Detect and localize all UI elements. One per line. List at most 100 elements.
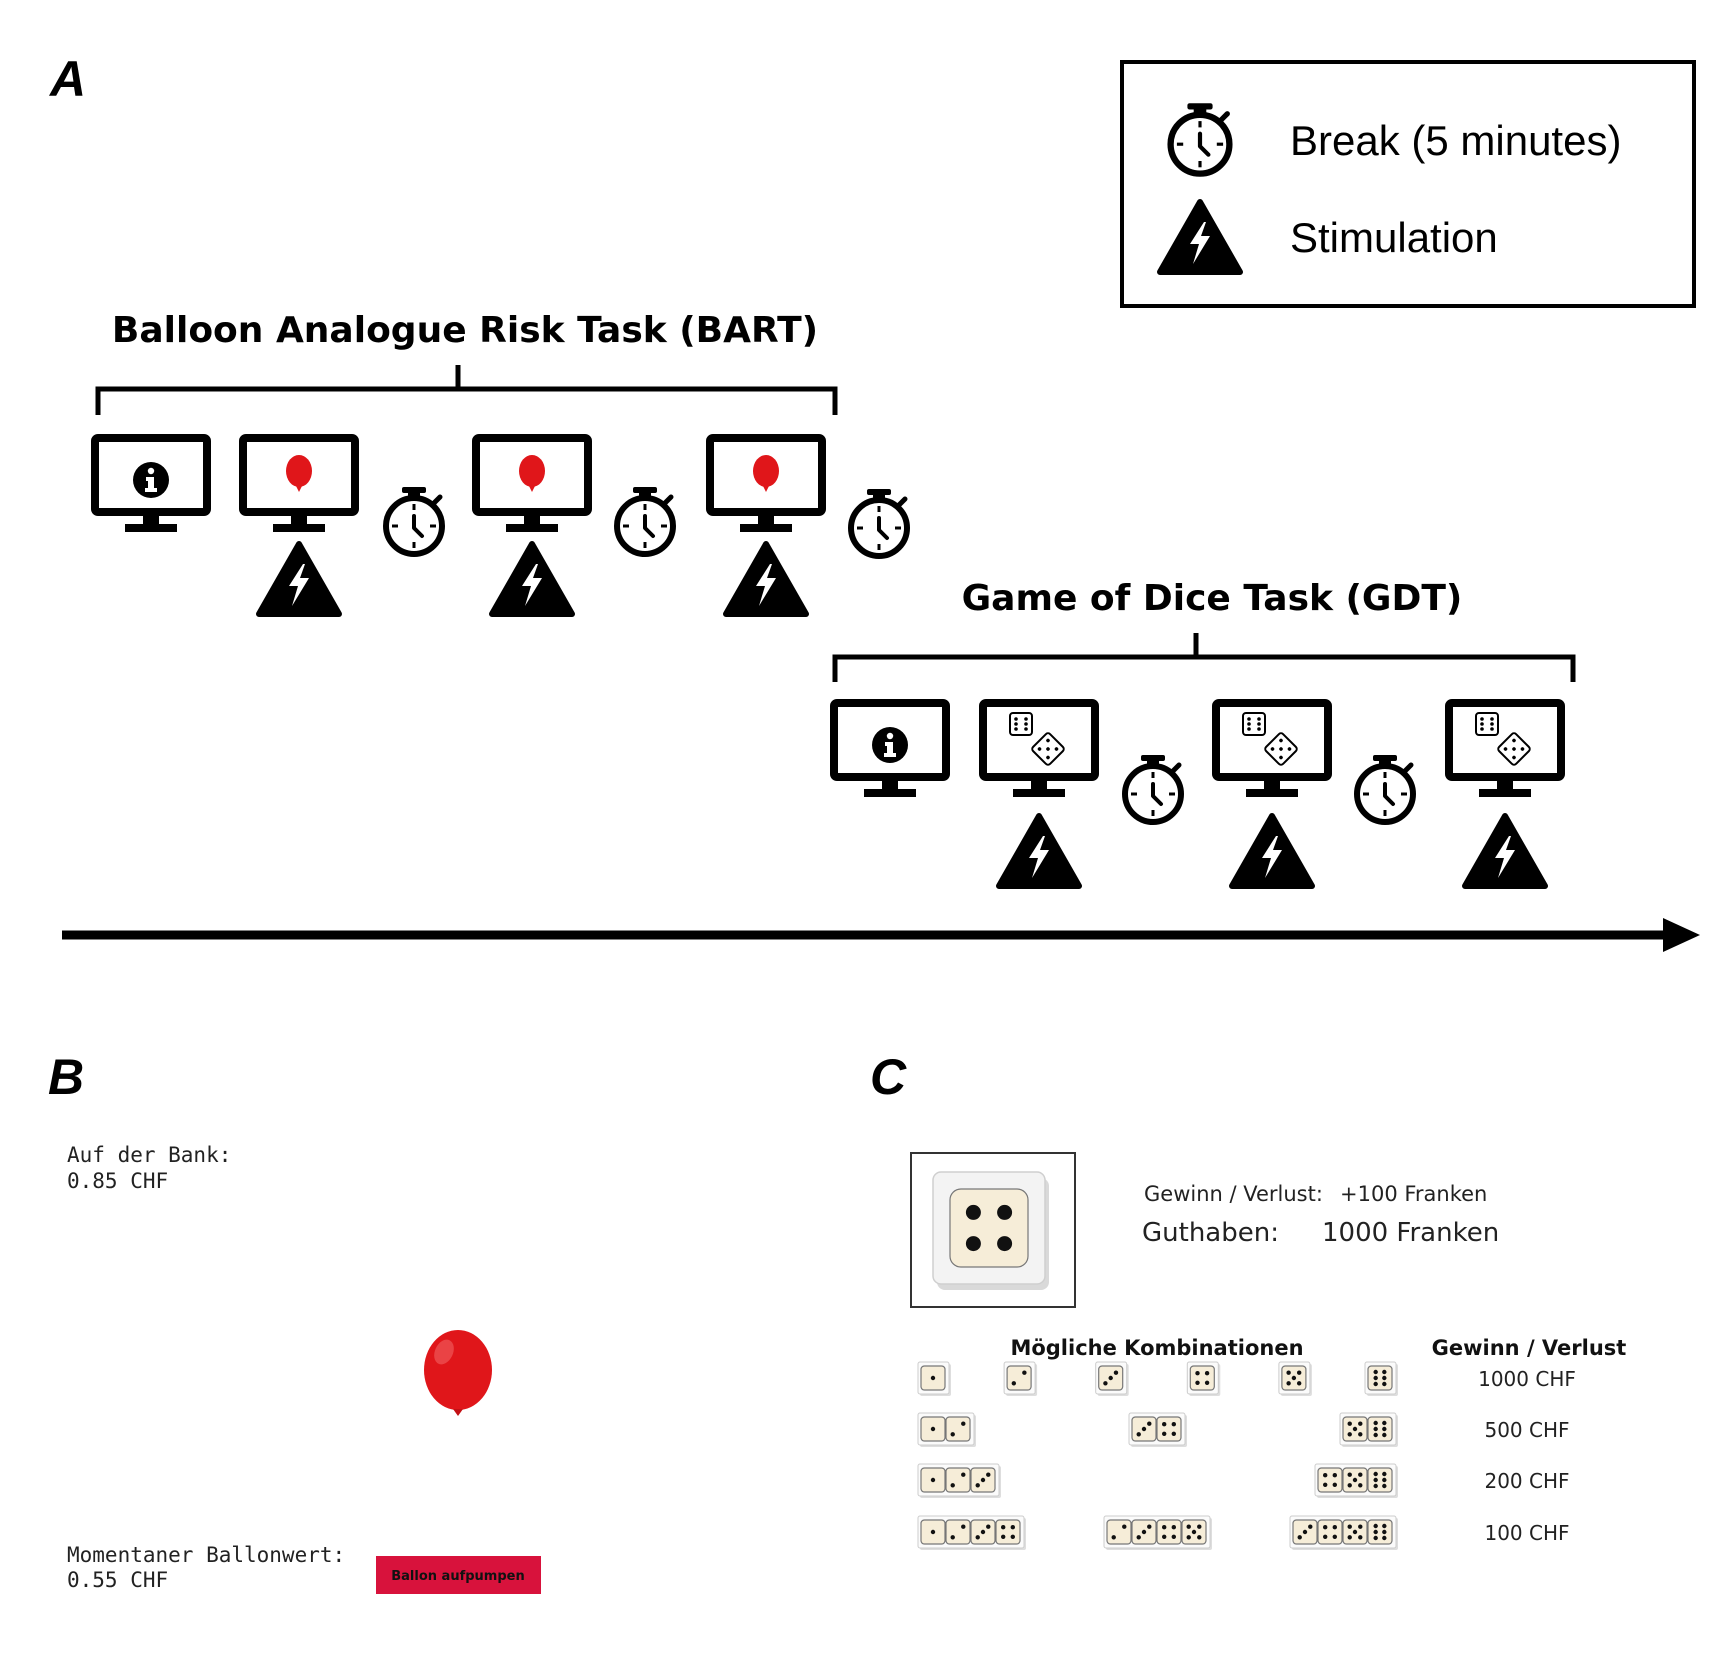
die-face-4 — [1189, 1365, 1215, 1391]
die-face-3 — [1131, 1519, 1157, 1545]
combination-amount: 1000 CHF — [1478, 1367, 1576, 1391]
die-face-6 — [1367, 1416, 1393, 1442]
legend: Break (5 minutes) Stimulation — [1120, 60, 1696, 308]
dice-combination — [1186, 1361, 1221, 1396]
bart-balloon-screen — [710, 438, 822, 532]
bart-info-screen — [95, 438, 207, 532]
panel-label-c: C — [870, 1049, 907, 1105]
die-face-3 — [1131, 1416, 1157, 1442]
die-face-6 — [1367, 1467, 1393, 1493]
die-face-3 — [1098, 1365, 1124, 1391]
balloon — [424, 1330, 492, 1416]
die-face-1 — [920, 1467, 946, 1493]
dice-combination — [1095, 1361, 1129, 1396]
dice-combination — [1364, 1361, 1398, 1396]
gdt-title: Game of Dice Task (GDT) — [962, 578, 1463, 619]
dice-combination — [917, 1412, 976, 1447]
lightning-triangle-icon — [492, 544, 572, 614]
bank-value: 0.85 CHF — [67, 1169, 168, 1193]
gain-loss-label: Gewinn / Verlust: — [1144, 1182, 1323, 1206]
die-face-3 — [970, 1467, 996, 1493]
info-icon — [872, 727, 908, 763]
combination-row: 500 CHF — [917, 1412, 1570, 1447]
die-face-2 — [1006, 1365, 1032, 1391]
pump-button-label: Ballon aufpumpen — [391, 1569, 524, 1584]
die-face-4 — [949, 1188, 1029, 1268]
combination-row: 100 CHF — [917, 1515, 1570, 1550]
die-face-2 — [945, 1519, 971, 1545]
stopwatch-icon — [1125, 755, 1181, 822]
die-face-5 — [1342, 1519, 1368, 1545]
lightning-triangle-icon — [726, 544, 806, 614]
dice-combination — [1128, 1412, 1187, 1447]
die-face-4 — [1156, 1519, 1182, 1545]
gdt-dice-screen — [983, 703, 1095, 797]
die-face-1 — [920, 1519, 946, 1545]
gdt-dice-screen — [1449, 703, 1561, 797]
balance-value: 1000 Franken — [1322, 1218, 1499, 1248]
combination-amount: 500 CHF — [1484, 1418, 1569, 1442]
die-face-4 — [1317, 1467, 1343, 1493]
gain-loss-value: +100 Franken — [1340, 1182, 1487, 1206]
dice-combination — [1314, 1463, 1398, 1498]
die-face-3 — [1292, 1519, 1318, 1545]
balance-label: Guthaben: — [1142, 1218, 1279, 1248]
dice-combination — [1289, 1515, 1398, 1550]
die-face-6 — [1367, 1519, 1393, 1545]
lightning-triangle-icon — [1465, 816, 1545, 886]
die-face-5 — [1342, 1467, 1368, 1493]
panel-label-a: A — [48, 51, 86, 107]
die-face-2 — [945, 1467, 971, 1493]
bart-timeline: Balloon Analogue Risk Task (BART) — [95, 310, 907, 614]
bart-screen: Auf der Bank: 0.85 CHF Momentaner Ballon… — [67, 1143, 541, 1594]
bart-balloon-screen — [476, 438, 588, 532]
lightning-triangle-icon — [1232, 816, 1312, 886]
bart-title: Balloon Analogue Risk Task (BART) — [112, 310, 818, 351]
balloon-value-label: Momentaner Ballonwert: — [67, 1543, 345, 1567]
die-face-2 — [1106, 1519, 1132, 1545]
die-face-4 — [995, 1519, 1021, 1545]
gdt-info-screen — [834, 703, 946, 797]
combination-amount: 100 CHF — [1484, 1521, 1569, 1545]
bart-bracket — [95, 365, 838, 415]
combination-row: 200 CHF — [917, 1463, 1570, 1498]
stopwatch-icon — [386, 487, 442, 554]
dice-combination — [1103, 1515, 1212, 1550]
legend-break-label: Break (5 minutes) — [1290, 117, 1621, 164]
dice-combination — [1278, 1361, 1312, 1396]
gdt-timeline: Game of Dice Task (GDT) — [834, 578, 1576, 886]
gain-loss-header: Gewinn / Verlust — [1432, 1336, 1627, 1360]
arrow-head — [1663, 918, 1700, 952]
die-face-1 — [920, 1365, 946, 1391]
combination-table: 1000 CHF 500 CHF 200 CHF 100 CHF — [917, 1361, 1576, 1550]
die-face-4 — [1156, 1416, 1182, 1442]
die-face-3 — [970, 1519, 996, 1545]
die-face-6 — [1367, 1365, 1393, 1391]
combinations-header: Mögliche Kombinationen — [1010, 1336, 1303, 1360]
gdt-dice-screen — [1216, 703, 1328, 797]
dice-combination — [917, 1515, 1026, 1550]
die-face-1 — [920, 1416, 946, 1442]
die-face-2 — [945, 1416, 971, 1442]
legend-stimulation-label: Stimulation — [1290, 214, 1498, 261]
dice-combination — [917, 1463, 1001, 1498]
current-die — [932, 1171, 1049, 1290]
stopwatch-icon — [617, 487, 673, 554]
lightning-triangle-icon — [259, 544, 339, 614]
info-icon — [133, 462, 169, 498]
dice-combination — [917, 1361, 951, 1396]
bank-label: Auf der Bank: — [67, 1143, 231, 1167]
stopwatch-icon — [1357, 755, 1413, 822]
dice-combination — [1003, 1361, 1038, 1396]
pump-balloon-button[interactable]: Ballon aufpumpen — [376, 1556, 541, 1594]
die-face-5 — [1181, 1519, 1207, 1545]
panel-label-b: B — [48, 1049, 84, 1105]
time-arrow — [62, 918, 1700, 952]
die-face-5 — [1281, 1365, 1307, 1391]
lightning-triangle-icon — [999, 816, 1079, 886]
die-face-4 — [1317, 1519, 1343, 1545]
pump-button-background[interactable] — [376, 1556, 541, 1594]
combination-amount: 200 CHF — [1484, 1469, 1569, 1493]
dice-combination — [1339, 1412, 1398, 1447]
